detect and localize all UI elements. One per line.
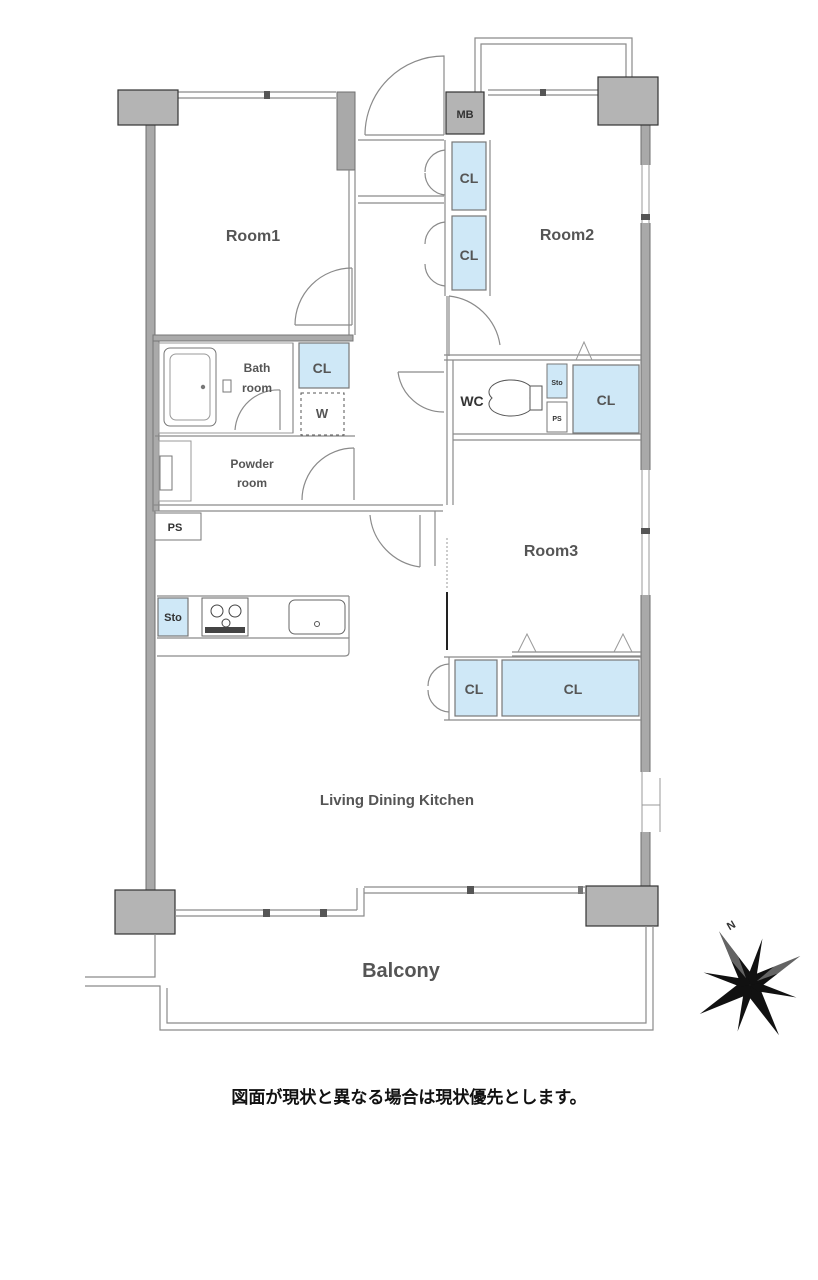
- room3-partitions: [369, 511, 641, 721]
- mb-box: [445, 91, 485, 135]
- storage-label: Sto: [551, 380, 562, 387]
- closet-label: CL: [597, 392, 616, 408]
- powder-room-label-line1: Powder: [230, 457, 274, 471]
- room2-closets: [424, 140, 501, 356]
- wc-area: [397, 296, 641, 505]
- mb-label: MB: [456, 109, 473, 121]
- north-compass-icon: [699, 931, 801, 1036]
- wc-label: WC: [460, 393, 483, 409]
- outer-walls: [145, 37, 662, 899]
- closet-label: CL: [564, 681, 583, 697]
- north-label: N: [725, 919, 738, 933]
- ldk-label: Living Dining Kitchen: [320, 792, 474, 809]
- bath-room-label-line2: room: [242, 381, 272, 395]
- room1-label: Room1: [226, 228, 280, 245]
- closet-label: CL: [465, 681, 484, 697]
- storage-label: Sto: [164, 612, 182, 624]
- balcony-label: Balcony: [362, 960, 441, 982]
- powder-room-label-line2: room: [237, 476, 267, 490]
- structural-columns: [114, 76, 659, 935]
- disclaimer-note: 図面が現状と異なる場合は現状優先とします。: [231, 1088, 587, 1108]
- washer-label: W: [316, 406, 329, 421]
- closet-label: CL: [313, 360, 332, 376]
- ps-label: PS: [552, 416, 562, 423]
- bath-room-label-line1: Bath: [244, 361, 271, 375]
- room3-label: Room3: [524, 543, 578, 560]
- closet-label: CL: [460, 170, 479, 186]
- room2-label: Room2: [540, 227, 594, 244]
- balcony-area: [85, 886, 654, 1031]
- ps-label: PS: [168, 522, 183, 534]
- kitchen-counter: [157, 595, 350, 657]
- wet-area: [152, 334, 443, 541]
- closet-label: CL: [460, 247, 479, 263]
- room1-partitions: [294, 55, 445, 335]
